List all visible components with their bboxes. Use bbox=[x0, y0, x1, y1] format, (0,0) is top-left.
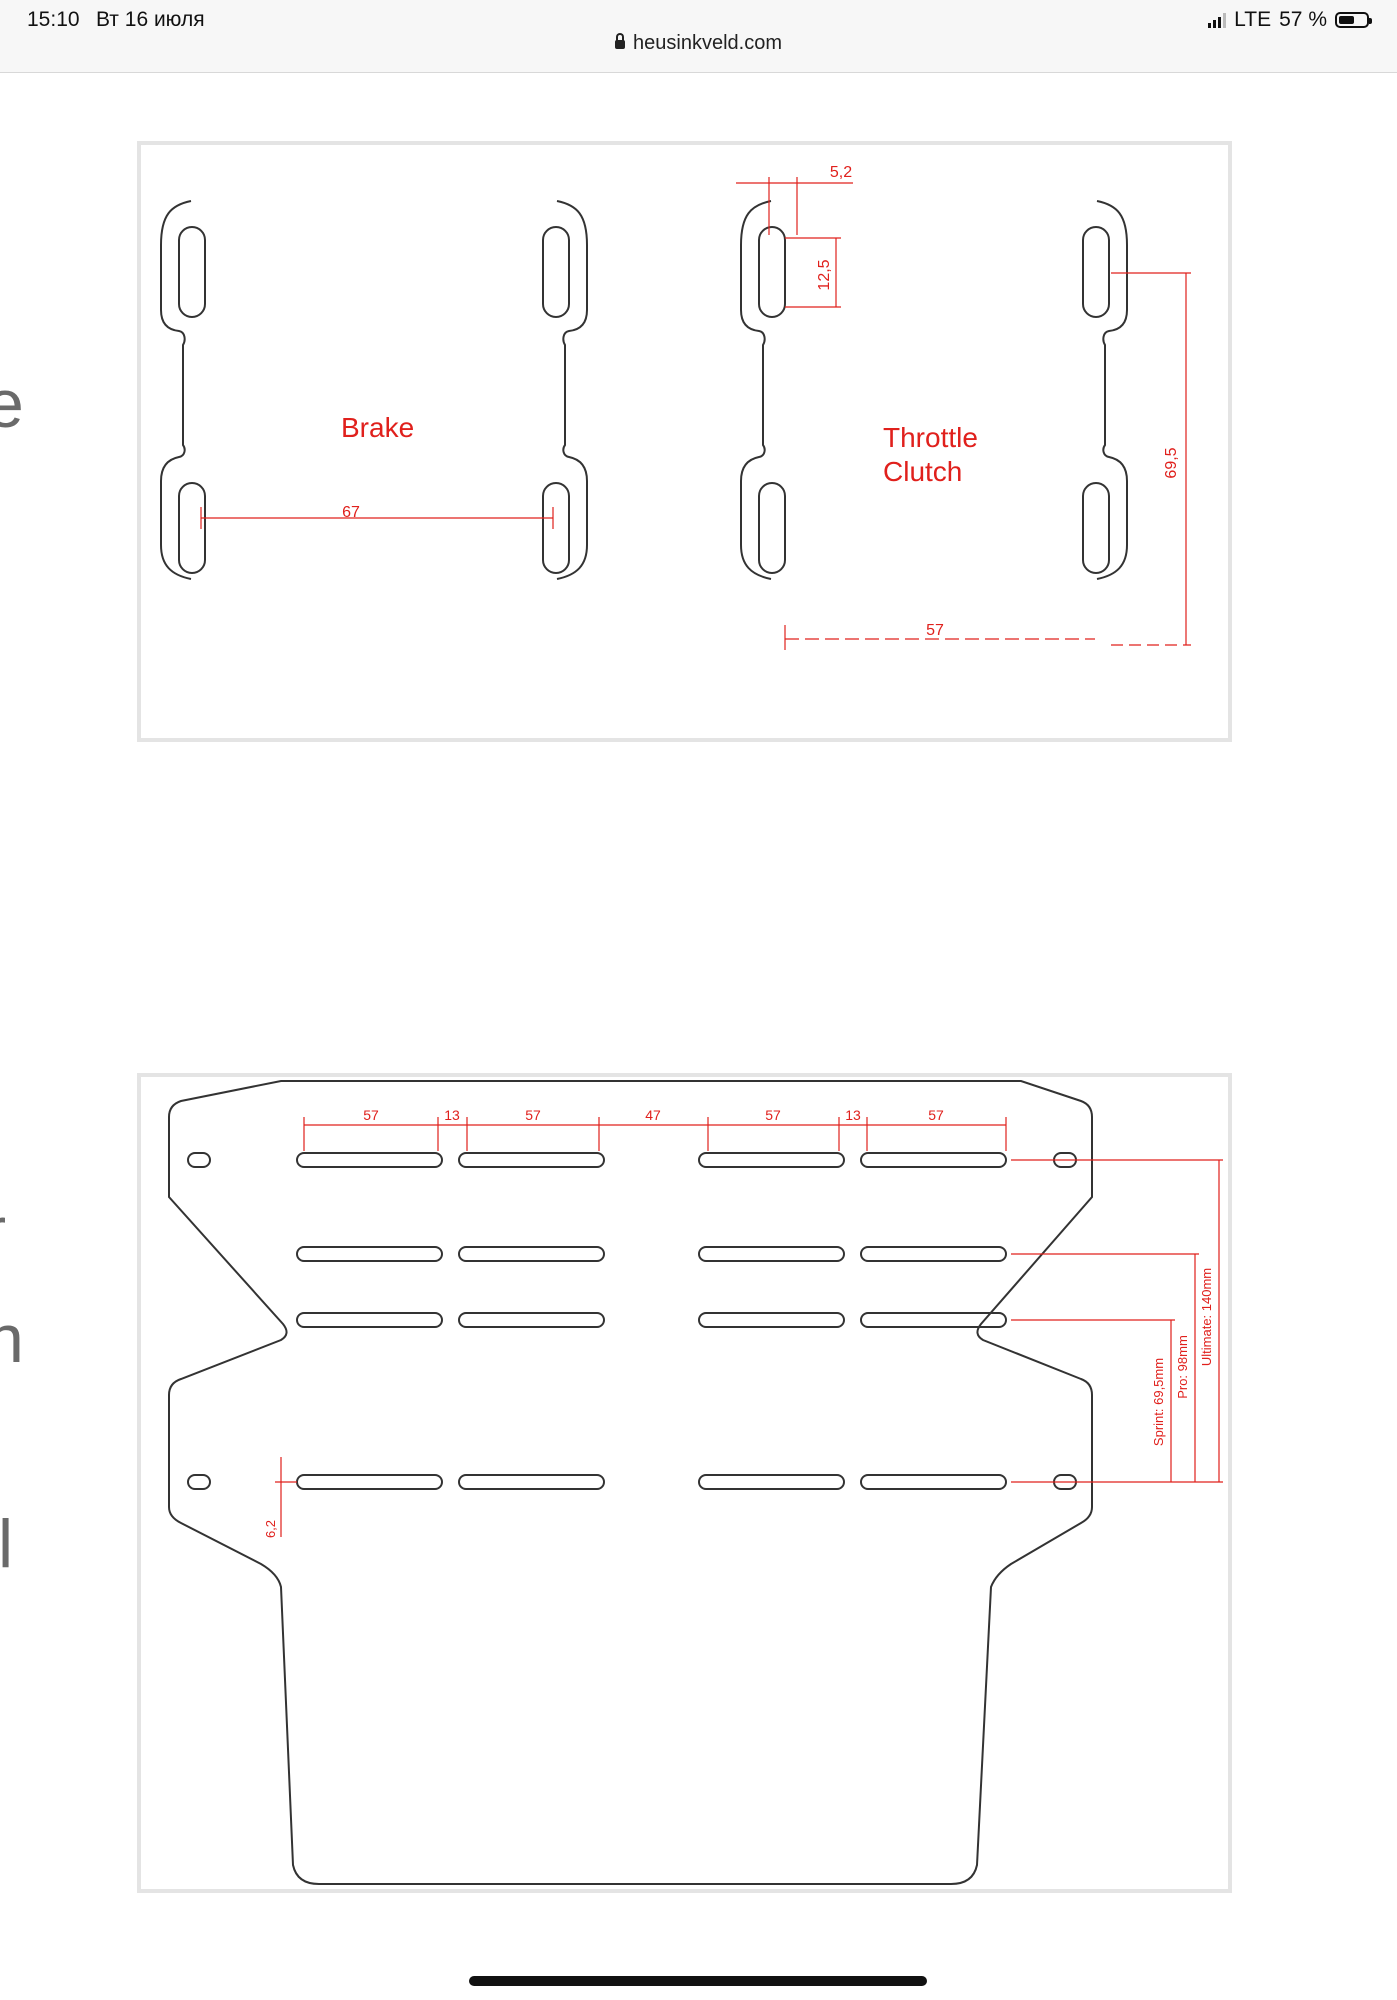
url-text[interactable]: heusinkveld.com bbox=[633, 32, 782, 54]
battery-icon bbox=[1335, 12, 1372, 28]
dim-slot-width: 5,2 bbox=[830, 164, 852, 181]
lock-icon bbox=[615, 33, 626, 49]
dim-brake-width: 67 bbox=[342, 504, 360, 521]
cut-off-text-2: r bbox=[0, 1195, 6, 1264]
cut-off-text-3: n bbox=[0, 1301, 24, 1377]
label-clutch: Clutch bbox=[883, 456, 962, 487]
dim-pro: Pro: 98mm bbox=[1175, 1335, 1190, 1399]
dim-top-7: 57 bbox=[928, 1107, 944, 1123]
battery-fill bbox=[1339, 16, 1354, 24]
dim-top-1: 57 bbox=[363, 1107, 379, 1123]
cut-off-text-4: l bbox=[0, 1506, 14, 1582]
dim-slot-length: 12,5 bbox=[816, 259, 833, 290]
dim-sprint: Sprint: 69,5mm bbox=[1151, 1358, 1166, 1446]
dim-top-3: 57 bbox=[525, 1107, 541, 1123]
address-bar[interactable]: heusinkveld.com bbox=[0, 32, 1397, 55]
dim-throttle-width: 57 bbox=[926, 622, 944, 639]
base-plate-diagram: 57 13 57 47 57 13 57 Sprint: 69,5mm Pro:… bbox=[137, 1073, 1232, 1893]
cut-off-text-1: e bbox=[0, 366, 24, 442]
dim-top-2: 13 bbox=[444, 1107, 460, 1123]
home-indicator[interactable] bbox=[469, 1976, 927, 1986]
label-brake: Brake bbox=[341, 412, 414, 443]
status-date: Вт 16 июля bbox=[96, 8, 205, 31]
signal-icon bbox=[1208, 12, 1227, 28]
pedal-plates-diagram: 67 57 5,2 12,5 69,5 Brake Throttle Clutc… bbox=[137, 141, 1232, 742]
battery-percent: 57 % bbox=[1279, 8, 1327, 31]
base-plate-drawing: 57 13 57 47 57 13 57 Sprint: 69,5mm Pro:… bbox=[168, 1080, 1223, 1885]
mounting-slots bbox=[296, 1152, 1007, 1490]
pedal-plates-drawing: 67 57 5,2 12,5 69,5 Brake Throttle Clutc… bbox=[160, 164, 1191, 650]
brake-plate-outline bbox=[160, 200, 588, 580]
network-type: LTE bbox=[1234, 8, 1272, 31]
dimension-lines bbox=[200, 177, 1191, 650]
base-plate-outline bbox=[168, 1080, 1093, 1885]
status-time: 15:10 bbox=[27, 8, 80, 31]
base-dimension-lines bbox=[275, 1117, 1223, 1537]
status-bar: 15:10 Вт 16 июля LTE 57 % heusinkveld.co… bbox=[0, 0, 1397, 73]
status-indicators: LTE 57 % bbox=[1208, 8, 1372, 32]
dim-top-6: 13 bbox=[845, 1107, 861, 1123]
label-throttle: Throttle bbox=[883, 422, 978, 453]
throttle-plate-outline bbox=[740, 200, 1128, 580]
dim-offset: 6,2 bbox=[263, 1520, 278, 1538]
dim-height: 69,5 bbox=[1163, 447, 1180, 478]
dim-top-5: 57 bbox=[765, 1107, 781, 1123]
dim-ultimate: Ultimate: 140mm bbox=[1199, 1268, 1214, 1366]
dim-top-4: 47 bbox=[645, 1107, 661, 1123]
